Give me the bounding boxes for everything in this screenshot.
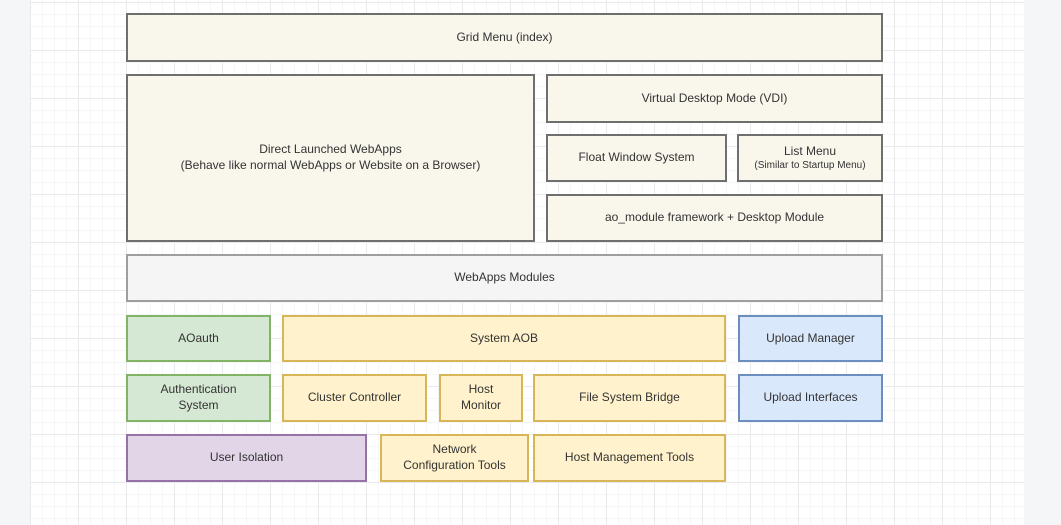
node-webapps-modules: WebApps Modules	[126, 254, 883, 302]
node-label: Upload Manager	[766, 331, 855, 347]
node-upload-manager: Upload Manager	[738, 315, 883, 362]
node-system-aob: System AOB	[282, 315, 726, 362]
node-user-isolation: User Isolation	[126, 434, 367, 482]
node-title: List Menu	[784, 144, 836, 158]
node-aoauth: AOauth	[126, 315, 271, 362]
node-file-system-bridge: File System Bridge	[533, 374, 726, 422]
node-float-window-system: Float Window System	[546, 134, 727, 182]
node-label: Host Monitor	[461, 382, 501, 413]
node-network-configuration-tools: Network Configuration Tools	[380, 434, 529, 482]
node-label: Network Configuration Tools	[403, 442, 506, 473]
node-label: Host Management Tools	[565, 450, 694, 466]
node-ao-module-framework: ao_module framework + Desktop Module	[546, 194, 883, 242]
node-label: Virtual Desktop Mode (VDI)	[642, 91, 788, 107]
node-direct-launched-webapps: Direct Launched WebApps (Behave like nor…	[126, 74, 535, 242]
node-label: Authentication System	[160, 382, 236, 413]
node-label: Direct Launched WebApps (Behave like nor…	[181, 142, 481, 173]
node-label: User Isolation	[210, 450, 283, 466]
node-virtual-desktop-mode: Virtual Desktop Mode (VDI)	[546, 74, 883, 123]
node-grid-menu: Grid Menu (index)	[126, 13, 883, 62]
node-list-menu: List Menu (Similar to Startup Menu)	[737, 134, 883, 182]
node-label: ao_module framework + Desktop Module	[605, 210, 824, 226]
node-label: Upload Interfaces	[763, 390, 857, 406]
node-subtitle: (Similar to Startup Menu)	[754, 159, 865, 172]
node-label: Float Window System	[578, 150, 694, 166]
node-authentication-system: Authentication System	[126, 374, 271, 422]
node-host-monitor: Host Monitor	[439, 374, 523, 422]
node-label: Grid Menu (index)	[456, 30, 552, 46]
node-label: Cluster Controller	[308, 390, 401, 406]
node-label: System AOB	[470, 331, 538, 347]
node-cluster-controller: Cluster Controller	[282, 374, 427, 422]
node-label: File System Bridge	[579, 390, 680, 406]
node-upload-interfaces: Upload Interfaces	[738, 374, 883, 422]
node-label: WebApps Modules	[454, 270, 555, 286]
node-label: List Menu (Similar to Startup Menu)	[754, 128, 865, 188]
node-host-management-tools: Host Management Tools	[533, 434, 726, 482]
node-label: AOauth	[178, 331, 219, 347]
